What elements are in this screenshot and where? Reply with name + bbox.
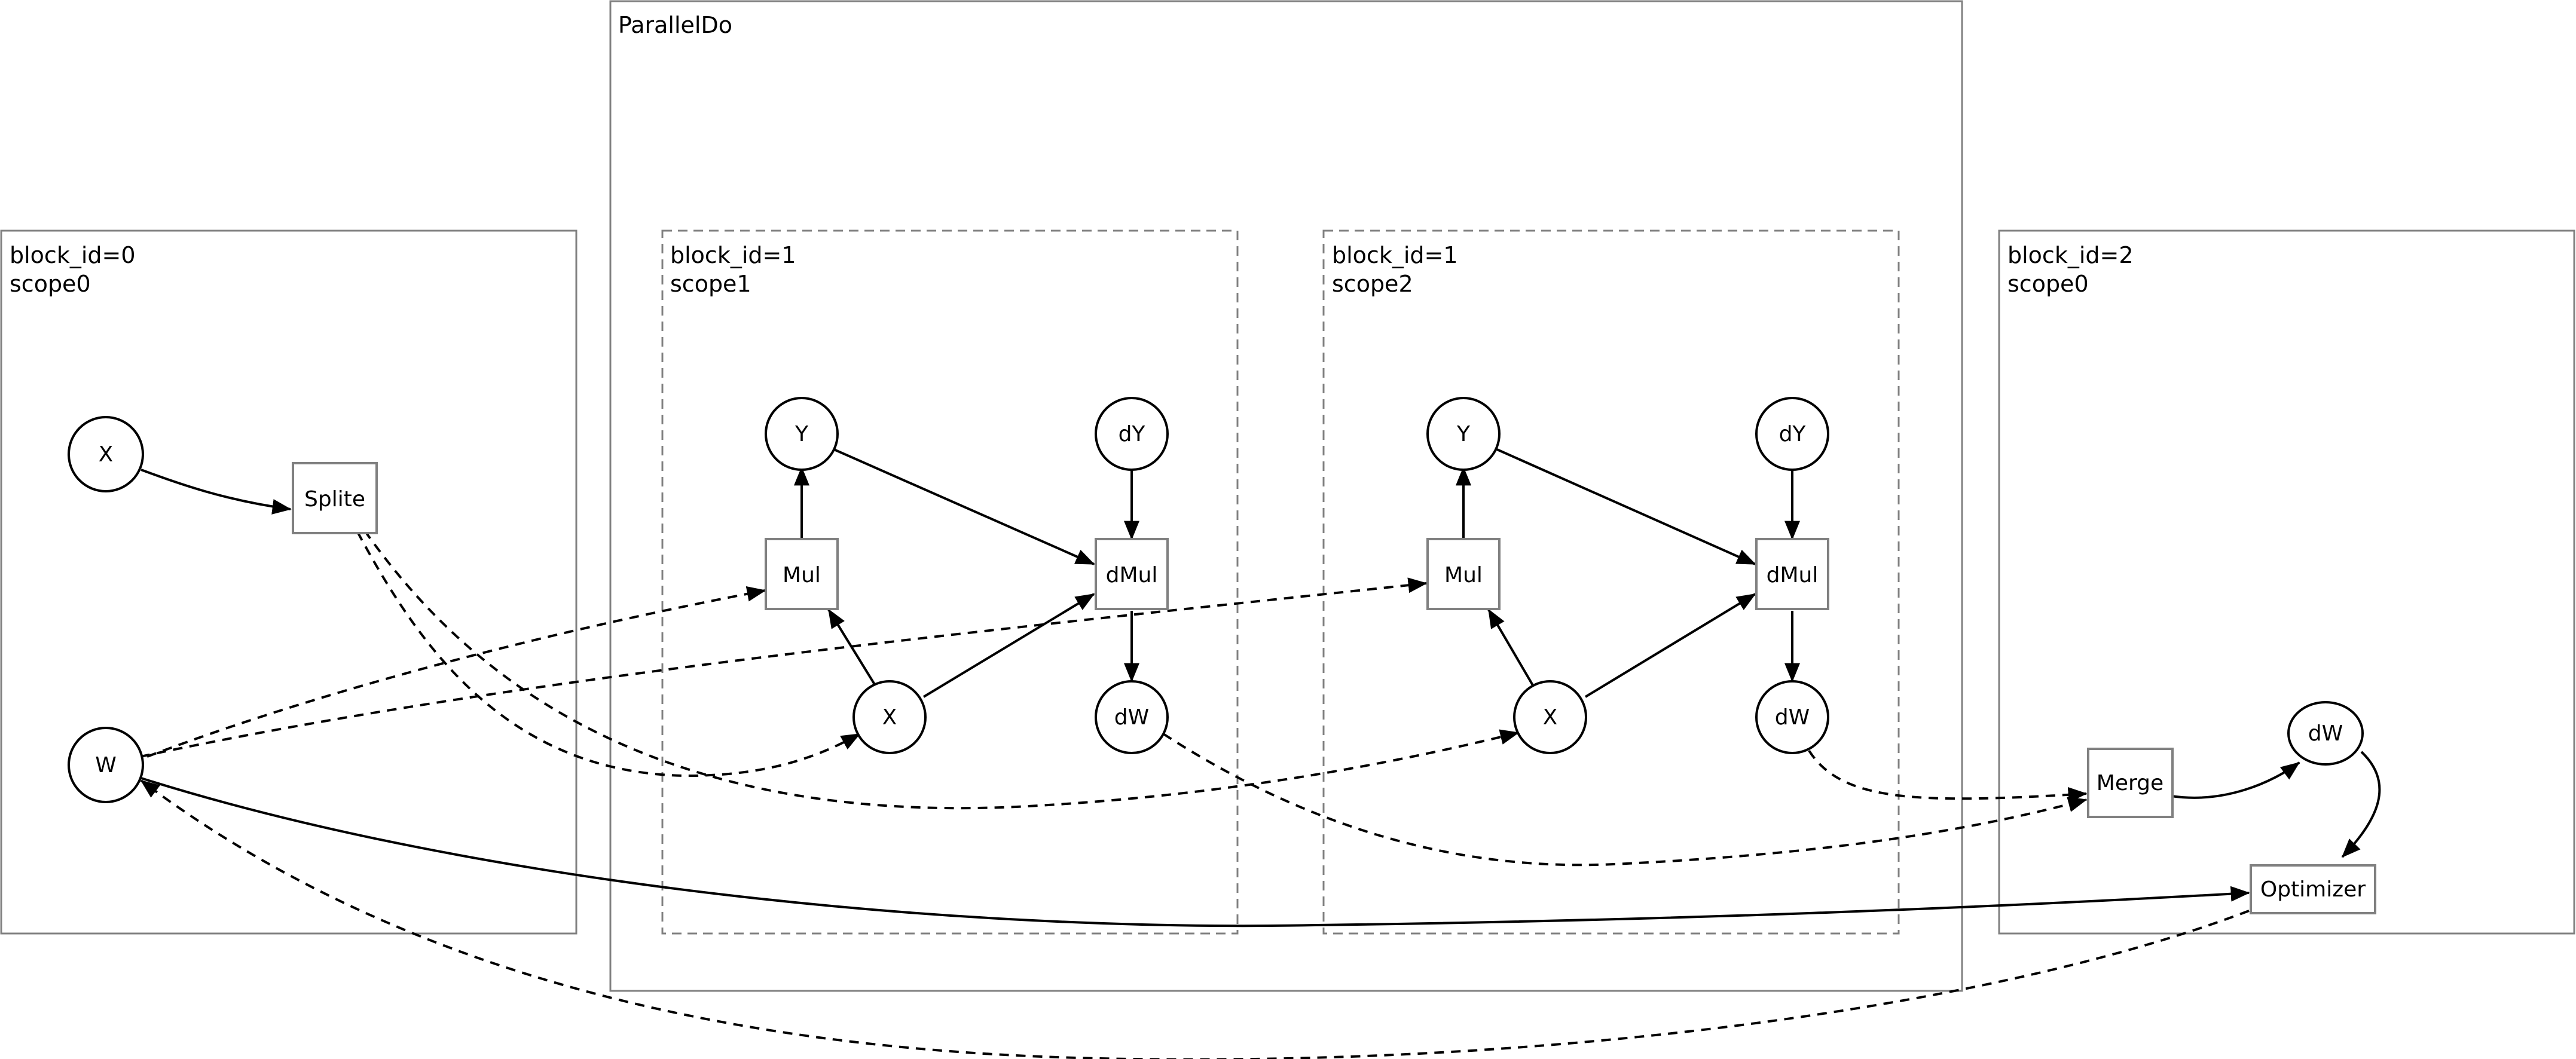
edge-s1x-to-s1mul bbox=[827, 608, 878, 688]
edge-s2x-to-s2dmul bbox=[1584, 593, 1756, 698]
node-s1-x-label: X bbox=[882, 705, 897, 730]
node-b0-x[interactable]: X bbox=[68, 416, 144, 492]
node-s2-dw[interactable]: dW bbox=[1755, 680, 1829, 754]
cluster-scope1-line1: block_id=1 bbox=[670, 242, 796, 268]
edge-s1dw-to-merge bbox=[1162, 733, 2088, 867]
edge-merge-to-b2dw bbox=[2171, 761, 2300, 799]
cluster-block2-line2: scope0 bbox=[2007, 271, 2089, 297]
node-s1-x[interactable]: X bbox=[852, 680, 927, 754]
edge-w-to-s2mul bbox=[107, 577, 1428, 765]
node-merge-label: Merge bbox=[2097, 771, 2164, 795]
node-s1-dw[interactable]: dW bbox=[1095, 680, 1169, 754]
cluster-scope1: block_id=1 scope1 bbox=[661, 229, 1239, 935]
node-s2-dw-label: dW bbox=[1775, 705, 1810, 730]
node-b0-x-label: X bbox=[99, 442, 114, 467]
cluster-block2-line1: block_id=2 bbox=[2007, 242, 2134, 268]
cluster-paralleldo: ParallelDo bbox=[609, 0, 1963, 992]
edge-w-to-optimizer bbox=[140, 777, 2250, 928]
node-merge[interactable]: Merge bbox=[2087, 748, 2174, 818]
node-s1-y[interactable]: Y bbox=[765, 397, 839, 471]
node-s1-y-label: Y bbox=[795, 422, 809, 446]
node-b0-w-label: W bbox=[95, 753, 117, 778]
cluster-scope2: block_id=1 scope2 bbox=[1322, 229, 1900, 935]
node-s2-x-label: X bbox=[1543, 705, 1558, 730]
cluster-scope1-line2: scope1 bbox=[670, 271, 751, 297]
node-s2-dmul-label: dMul bbox=[1767, 563, 1819, 587]
edge-b2dw-to-optimizer bbox=[2341, 751, 2381, 858]
node-s2-y[interactable]: Y bbox=[1426, 397, 1501, 471]
node-s1-dmul-label: dMul bbox=[1106, 563, 1158, 587]
node-s2-y-label: Y bbox=[1456, 422, 1471, 446]
cluster-paralleldo-title: ParallelDo bbox=[618, 12, 732, 38]
edge-s1x-to-s1dmul bbox=[922, 593, 1095, 698]
node-s2-mul-label: Mul bbox=[1444, 563, 1483, 587]
cluster-block0: block_id=0 scope0 bbox=[0, 229, 577, 935]
edge-s2x-to-s2mul bbox=[1487, 608, 1535, 688]
cluster-scope2-line1: block_id=1 bbox=[1332, 242, 1458, 268]
node-s2-mul[interactable]: Mul bbox=[1426, 538, 1501, 610]
node-s1-mul-label: Mul bbox=[783, 563, 821, 587]
cluster-scope2-line2: scope2 bbox=[1332, 271, 1413, 297]
edge-s2dw-to-merge bbox=[1808, 749, 2088, 803]
edge-s1y-to-s1dmul bbox=[833, 448, 1095, 565]
node-b2-dw[interactable]: dW bbox=[2287, 701, 2364, 766]
node-s1-dy-label: dY bbox=[1119, 422, 1146, 446]
node-optimizer-label: Optimizer bbox=[2260, 877, 2366, 902]
cluster-block0-line1: block_id=0 bbox=[10, 242, 136, 268]
cluster-block2: block_id=2 scope0 bbox=[1998, 229, 2575, 935]
node-s2-x[interactable]: X bbox=[1513, 680, 1587, 754]
edge-optimizer-to-w bbox=[140, 779, 2250, 1059]
edge-w-to-s1mul bbox=[131, 586, 766, 764]
edge-x-to-splite bbox=[140, 469, 292, 515]
node-s2-dy-label: dY bbox=[1779, 422, 1807, 446]
cluster-block0-line2: scope0 bbox=[10, 271, 91, 297]
node-s2-dmul[interactable]: dMul bbox=[1755, 538, 1829, 610]
node-s1-dw-label: dW bbox=[1114, 705, 1149, 730]
node-b2-dw-label: dW bbox=[2308, 721, 2343, 746]
node-splite[interactable]: Splite bbox=[292, 462, 378, 534]
edge-s2y-to-s2dmul bbox=[1496, 448, 1756, 565]
node-splite-label: Splite bbox=[304, 487, 365, 512]
node-b0-w[interactable]: W bbox=[68, 727, 144, 803]
edge-splite-to-s1x bbox=[356, 531, 861, 778]
node-optimizer[interactable]: Optimizer bbox=[2250, 864, 2376, 914]
node-s2-dy[interactable]: dY bbox=[1755, 397, 1829, 471]
node-s1-dy[interactable]: dY bbox=[1095, 397, 1169, 471]
node-s1-dmul[interactable]: dMul bbox=[1095, 538, 1169, 610]
edge-splite-to-s2x bbox=[363, 530, 1520, 810]
node-s1-mul[interactable]: Mul bbox=[765, 538, 839, 610]
